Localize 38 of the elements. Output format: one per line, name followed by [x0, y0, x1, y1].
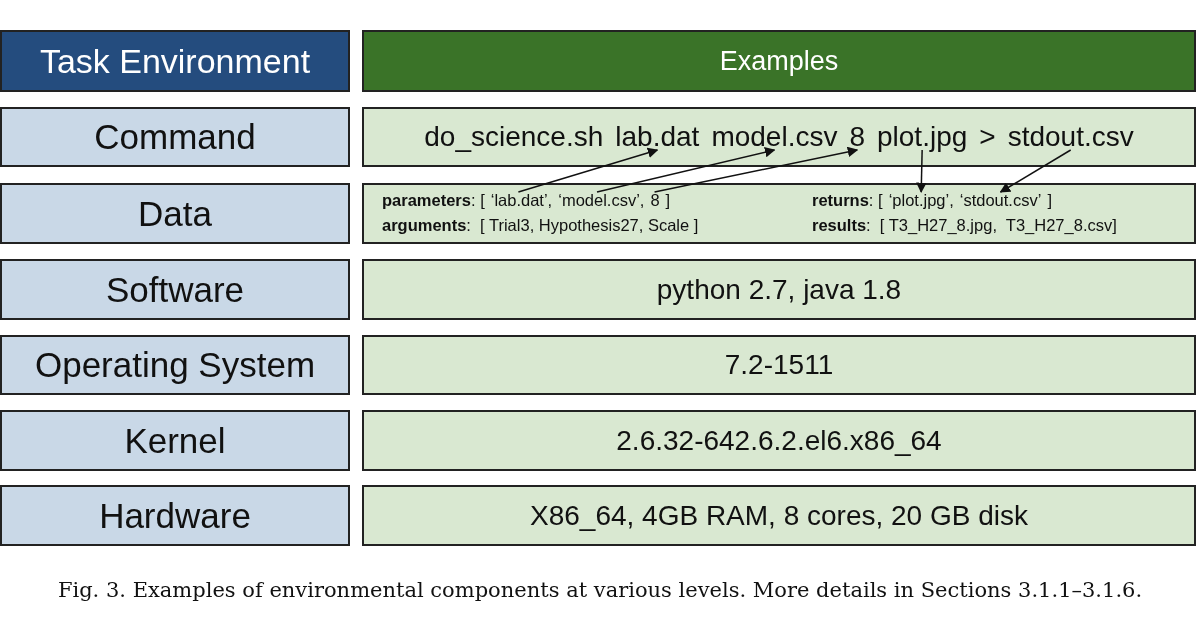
arrow: [596, 147, 776, 193]
data-value: ‘plot.jpg’,: [888, 191, 954, 210]
example-box: [362, 183, 1196, 244]
column-header: Examples: [362, 30, 1196, 92]
command-token: 8: [849, 121, 865, 153]
row-header: Kernel: [0, 410, 350, 471]
command-token: plot.jpg: [877, 121, 968, 153]
example-text: do_science.sh: [424, 121, 604, 153]
example-text: returns: [: [812, 191, 883, 210]
row-header: Software: [0, 259, 350, 320]
example-text: ]: [1047, 191, 1052, 210]
example-box: X86_64, 4GB RAM, 8 cores, 20 GB disk: [362, 485, 1196, 546]
command-token: model.csv: [711, 121, 838, 153]
data-value: ‘stdout.csv’: [959, 191, 1042, 210]
example-text: >: [979, 121, 996, 153]
example-box: 7.2-1511: [362, 335, 1196, 395]
example-box: [362, 107, 1196, 167]
example-text: results: [ T3_H27_8.jpg, T3_H27_8.csv]: [812, 216, 1117, 235]
example-box: python 2.7, java 1.8: [362, 259, 1196, 320]
command-token: lab.dat: [615, 121, 700, 153]
example-box: 2.6.32-642.6.2.el6.x86_64: [362, 410, 1196, 471]
example-text: parameters: [: [382, 191, 485, 210]
column-header: Task Environment: [0, 30, 350, 92]
example-text: arguments: [ Trial3, Hypothesis27, Scale ]: [382, 216, 699, 235]
example-text: ]: [665, 191, 671, 210]
arrow: [517, 147, 659, 193]
arrow: [999, 149, 1072, 193]
data-value: ‘lab.dat’,: [490, 191, 553, 210]
row-header: Command: [0, 107, 350, 167]
arrow: [916, 149, 927, 194]
data-value: 8: [650, 191, 660, 210]
arrow: [653, 146, 859, 193]
row-header: Operating System: [0, 335, 350, 395]
data-value: ‘model.csv’,: [558, 191, 645, 210]
figure-caption: Fig. 3. Examples of environmental components at various levels. More details in Sections 3.1.1–3.1.6.: [56, 578, 1144, 602]
row-header: Hardware: [0, 485, 350, 546]
command-token: stdout.csv: [1007, 121, 1134, 153]
row-header: Data: [0, 183, 350, 244]
